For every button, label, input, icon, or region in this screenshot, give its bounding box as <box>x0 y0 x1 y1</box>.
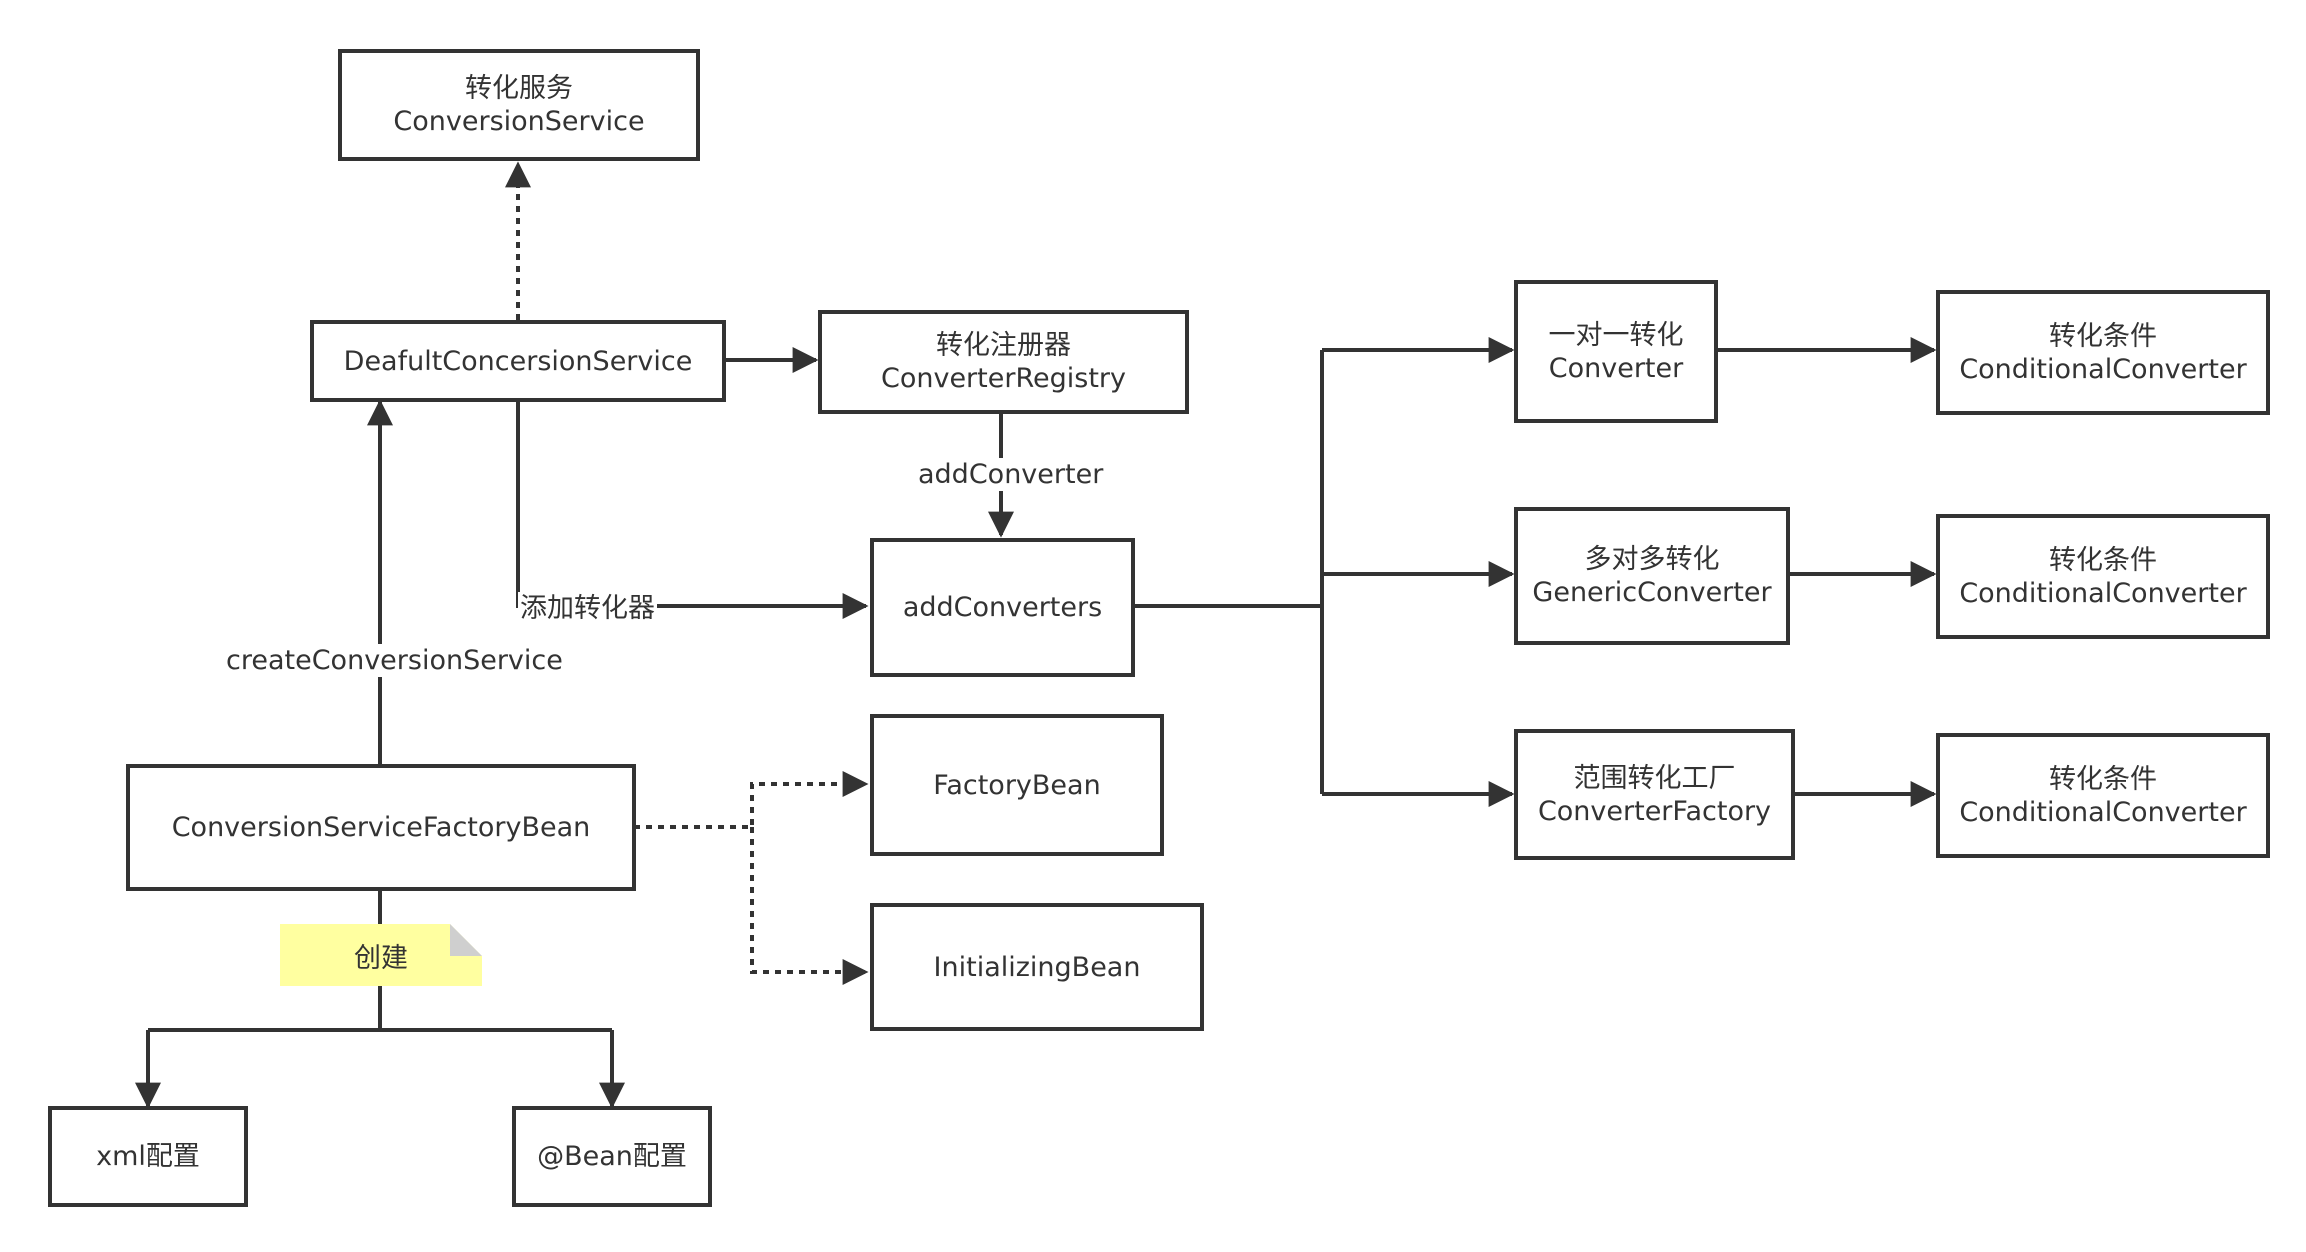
node-conversion-service[interactable]: 转化服务 ConversionService <box>338 49 700 161</box>
node-line: ConverterFactory <box>1537 795 1772 827</box>
node-line: FactoryBean <box>933 769 1101 801</box>
node-line: 转化条件 <box>2049 763 2157 795</box>
node-line: ConditionalConverter <box>1959 577 2247 609</box>
node-line: GenericConverter <box>1532 577 1772 608</box>
node-line: xml配置 <box>96 1141 200 1172</box>
node-converter[interactable]: 一对一转化 Converter <box>1514 280 1718 423</box>
node-line: 转化条件 <box>2049 320 2157 352</box>
node-line: 转化注册器 <box>936 330 1071 361</box>
node-line: 转化服务 <box>465 73 573 104</box>
node-generic-converter[interactable]: 多对多转化 GenericConverter <box>1514 507 1790 645</box>
node-line: 多对多转化 <box>1584 544 1720 575</box>
node-line: 一对一转化 <box>1548 319 1684 351</box>
node-line: ConverterRegistry <box>880 363 1126 394</box>
node-line: ConversionService <box>393 106 645 137</box>
node-converter-registry[interactable]: 转化注册器 ConverterRegistry <box>818 310 1189 414</box>
node-line: 范围转化工厂 <box>1573 762 1736 794</box>
note-body <box>280 924 482 986</box>
node-conditional-converter-3[interactable]: 转化条件 ConditionalConverter <box>1936 733 2270 858</box>
node-line: InitializingBean <box>933 951 1141 983</box>
node-converter-factory[interactable]: 范围转化工厂 ConverterFactory <box>1514 729 1795 860</box>
node-conditional-converter-1[interactable]: 转化条件 ConditionalConverter <box>1936 290 2270 415</box>
node-conversion-service-factory-bean[interactable]: ConversionServiceFactoryBean <box>126 764 636 891</box>
edge-label-add-converter: addConverter <box>916 458 1106 491</box>
node-line: ConversionServiceFactoryBean <box>171 812 591 843</box>
node-add-converters[interactable]: addConverters <box>870 538 1135 677</box>
node-line: addConverters <box>902 592 1103 623</box>
edge-label-create-conversion-service: createConversionService <box>224 644 565 677</box>
node-initializing-bean[interactable]: InitializingBean <box>870 903 1204 1031</box>
node-bean-config[interactable]: @Bean配置 <box>512 1106 712 1207</box>
node-xml-config[interactable]: xml配置 <box>48 1106 248 1207</box>
note-text: 创建 <box>354 942 408 974</box>
node-default-service[interactable]: DeafultConcersionService <box>310 320 726 402</box>
node-line: @Bean配置 <box>537 1141 687 1172</box>
note-create: 创建 <box>280 924 482 986</box>
edge-main-to-initializingbean <box>750 827 869 985</box>
node-line: ConditionalConverter <box>1959 353 2247 385</box>
node-conditional-converter-2[interactable]: 转化条件 ConditionalConverter <box>1936 514 2270 639</box>
node-line: ConditionalConverter <box>1959 796 2247 828</box>
node-line: DeafultConcersionService <box>343 345 693 377</box>
node-line: 转化条件 <box>2049 544 2157 576</box>
edge-default-to-addconverters <box>516 402 869 619</box>
node-line: Converter <box>1548 352 1684 384</box>
edge-label-add-converter-cn: 添加转化器 <box>518 592 657 625</box>
node-factory-bean[interactable]: FactoryBean <box>870 714 1164 856</box>
edge-main-to-factorybean <box>634 771 869 829</box>
